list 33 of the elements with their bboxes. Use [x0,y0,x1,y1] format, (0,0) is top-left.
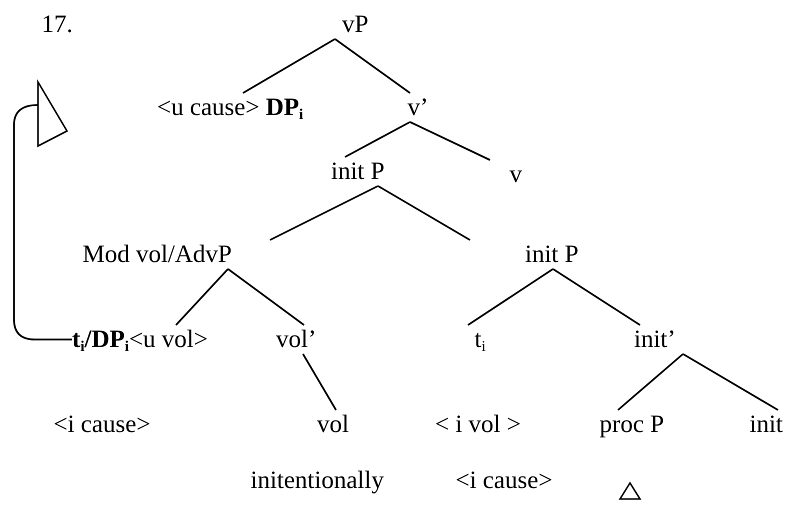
tree-node-label: init [750,410,783,439]
tree-node-label: v [510,160,522,189]
tree-branch [302,354,337,410]
feature-label: <i cause> [456,466,552,495]
tree-branch [242,38,336,94]
tree-branch [552,268,640,326]
tree-node-label: init P [525,240,578,269]
feature-label: initentionally [250,466,384,495]
tree-branch [410,121,490,161]
tree-branch [175,268,229,326]
tree-branch [468,268,554,326]
tree-branch [378,185,470,241]
tree-node-label: init P [331,157,384,186]
tree-node-label: <u cause> DP$_{i}$ [157,93,304,122]
example-number: 17. [42,10,73,39]
tree-branch [344,121,410,158]
feature-label: <i cause> [54,410,150,439]
tree-node-label: proc P [600,410,664,439]
tree-branch [334,38,411,94]
tree-node-label: vP [342,10,368,39]
tree-branch [617,353,684,411]
tree-branch [682,353,778,411]
tree-branch [270,185,378,241]
tree-node-label: vol’ [276,325,316,354]
tree-node-label: init’ [634,325,676,354]
movement-arrow [13,81,72,340]
tree-node-label: v’ [408,93,428,122]
tree-node-label: Mod vol/AdvP [82,240,232,269]
tree-node-label: vol [317,410,349,439]
tree-branch [227,268,305,326]
feature-label: < i vol > [435,410,521,439]
tree-node-label: t$_{i}$/DP$_{i}$<u vol> [72,325,208,354]
tree-node-label: t$_{i}$ [474,325,486,354]
